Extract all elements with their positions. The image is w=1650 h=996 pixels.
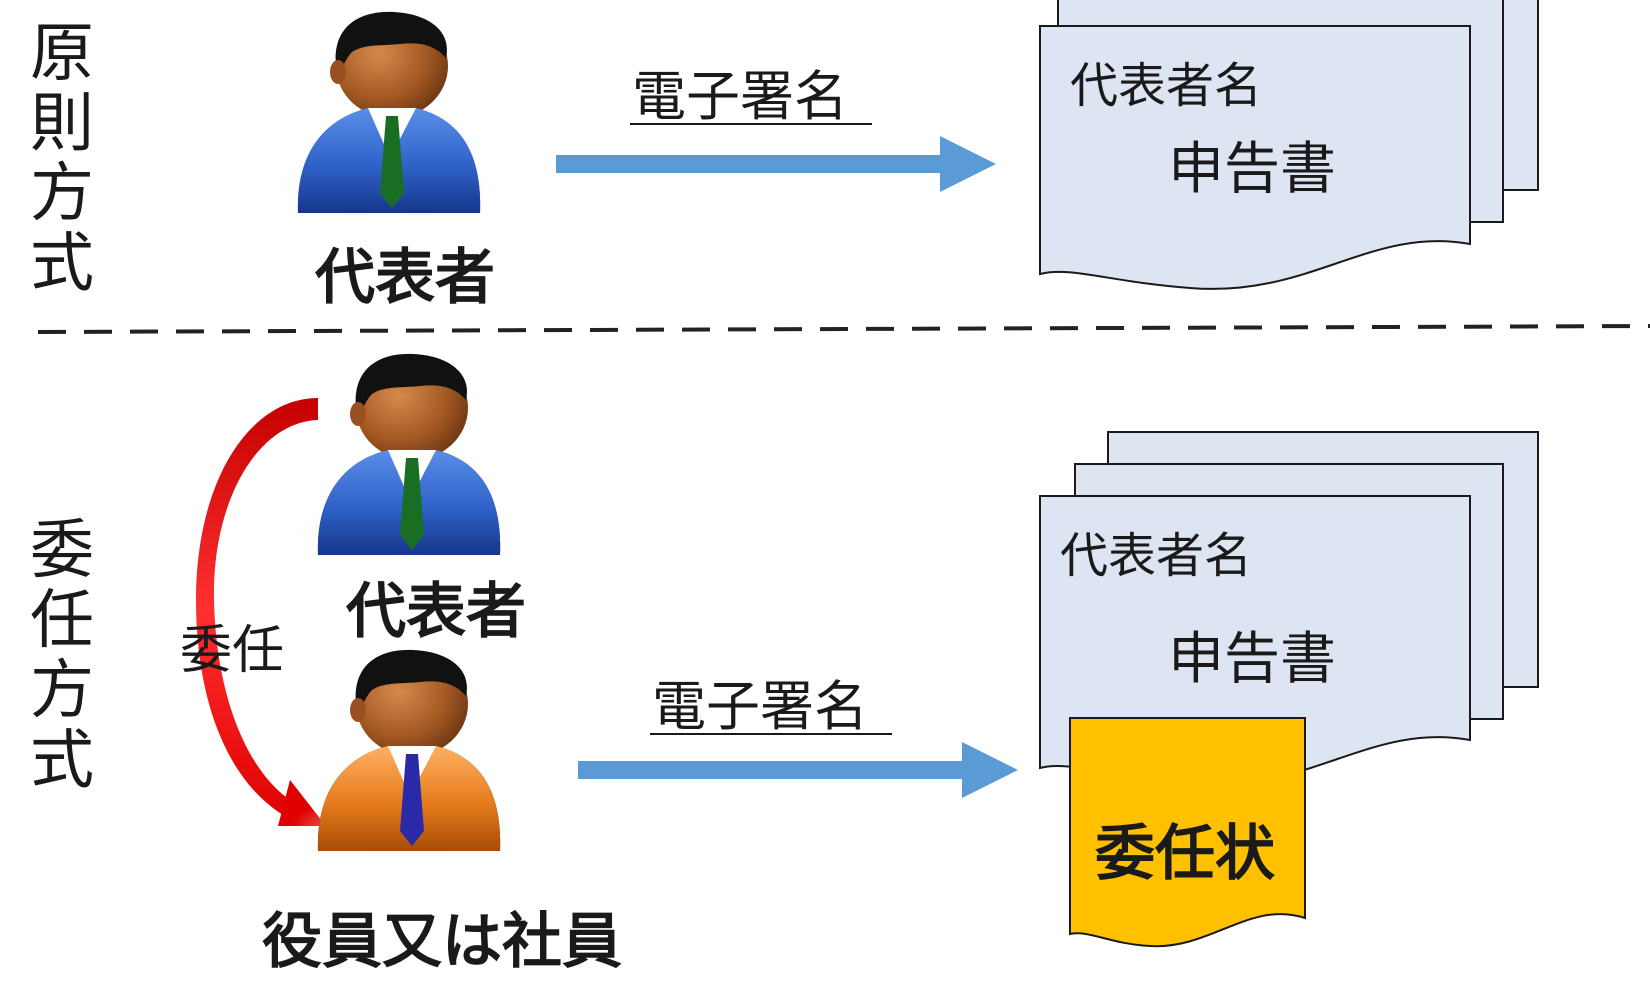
delegator-label: 代表者 bbox=[345, 577, 526, 647]
principle-side-char: 原 bbox=[30, 17, 94, 91]
section-principle: 原 則 方 式 代表者 電子署名 代表者名 申告書 bbox=[30, 0, 1539, 313]
delegation-side-char: 方 bbox=[30, 654, 94, 728]
attachment-label: 委任状 bbox=[1095, 819, 1276, 889]
principle-flow-arrow bbox=[556, 136, 996, 192]
principle-side-char: 方 bbox=[30, 157, 94, 231]
document-stack-icon bbox=[1039, 431, 1539, 786]
principle-person-label: 代表者 bbox=[314, 243, 495, 313]
delegation-flow-arrow bbox=[578, 742, 1018, 798]
document-stack-icon bbox=[1039, 0, 1539, 290]
principle-doc-title: 申告書 bbox=[1168, 137, 1336, 202]
delegation-side-label: 委 任 方 式 bbox=[30, 514, 94, 798]
delegation-doc-header: 代表者名 bbox=[1060, 528, 1252, 584]
delegation-side-char: 委 bbox=[30, 514, 94, 588]
person-orange-suit-icon bbox=[290, 649, 526, 858]
principle-doc-header: 代表者名 bbox=[1070, 58, 1262, 114]
delegation-side-char: 任 bbox=[30, 584, 94, 658]
delegation-arrow-label: 電子署名 bbox=[652, 675, 868, 738]
person-blue-suit-icon bbox=[270, 11, 506, 220]
person-blue-suit-icon bbox=[290, 353, 526, 562]
power-of-attorney-document: 委任状 bbox=[1069, 717, 1306, 948]
delegation-doc-title: 申告書 bbox=[1168, 627, 1336, 692]
section-delegation: 委 任 方 式 委任 代表者 役員又は社員 電子署名 bbox=[30, 353, 1539, 977]
delegation-label: 委任 bbox=[180, 621, 284, 681]
delegation-arrow bbox=[196, 398, 326, 826]
principle-side-label: 原 則 方 式 bbox=[30, 17, 94, 301]
principle-arrow-label: 電子署名 bbox=[632, 65, 848, 128]
principle-side-char: 式 bbox=[30, 227, 94, 301]
delegation-side-char: 式 bbox=[30, 724, 94, 798]
section-divider bbox=[37, 324, 1650, 334]
delegate-label: 役員又は社員 bbox=[262, 907, 622, 977]
principle-side-char: 則 bbox=[30, 87, 94, 161]
